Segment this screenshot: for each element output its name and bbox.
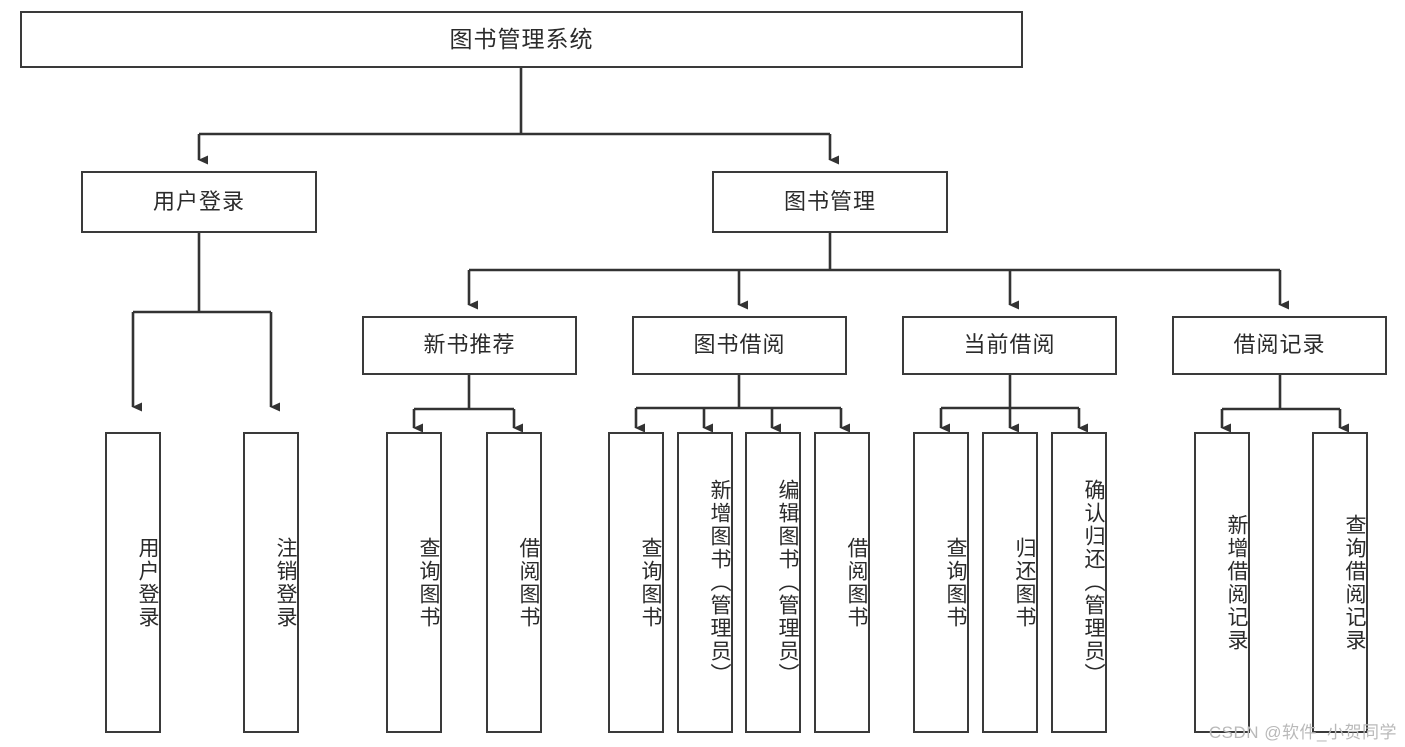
leaf-record-query-record[interactable]: 查询借阅记录 [1312,432,1368,733]
node-label: 用户登录 [152,188,245,214]
node-label: 确认归还（管理员） [1082,479,1105,686]
leaf-record-add-record[interactable]: 新增借阅记录 [1194,432,1250,733]
node-label: 新增图书（管理员） [708,479,731,686]
node-label: 图书借阅 [693,332,786,358]
node-label: 查询图书 [639,536,662,629]
node-label: 借阅图书 [845,536,868,629]
node-root-system[interactable]: 图书管理系统 [20,11,1023,68]
node-current-borrow[interactable]: 当前借阅 [902,316,1117,375]
leaf-borrow-query-book[interactable]: 查询图书 [608,432,664,733]
leaf-recommend-borrow-book[interactable]: 借阅图书 [486,432,542,733]
node-label: 用户登录 [136,536,159,629]
leaf-borrow-borrow-book[interactable]: 借阅图书 [814,432,870,733]
node-label: 查询借阅记录 [1343,513,1366,652]
node-label: 注销登录 [274,536,297,629]
node-book-borrow[interactable]: 图书借阅 [632,316,847,375]
leaf-borrow-edit-book[interactable]: 编辑图书（管理员） [745,432,801,733]
node-label: 当前借阅 [963,332,1056,358]
node-label: 图书管理系统 [449,25,594,52]
node-new-book-recommend[interactable]: 新书推荐 [362,316,577,375]
leaf-user-login-logout[interactable]: 注销登录 [243,432,299,733]
leaf-current-confirm-return[interactable]: 确认归还（管理员） [1051,432,1107,733]
leaf-current-query-book[interactable]: 查询图书 [913,432,969,733]
leaf-current-return-book[interactable]: 归还图书 [982,432,1038,733]
node-book-management[interactable]: 图书管理 [712,171,948,233]
node-label: 查询图书 [417,536,440,629]
leaf-borrow-add-book[interactable]: 新增图书（管理员） [677,432,733,733]
node-label: 编辑图书（管理员） [776,479,799,686]
node-label: 借阅记录 [1233,332,1326,358]
node-label: 新增借阅记录 [1225,513,1248,652]
node-user-login[interactable]: 用户登录 [81,171,317,233]
leaf-recommend-query-book[interactable]: 查询图书 [386,432,442,733]
node-label: 新书推荐 [423,332,516,358]
node-label: 图书管理 [783,188,876,214]
node-label: 查询图书 [944,536,967,629]
node-label: 归还图书 [1013,536,1036,629]
node-borrow-record[interactable]: 借阅记录 [1172,316,1387,375]
node-label: 借阅图书 [517,536,540,629]
watermark: CSDN @软件_小贺同学 [1208,723,1397,742]
leaf-user-login-login[interactable]: 用户登录 [105,432,161,733]
